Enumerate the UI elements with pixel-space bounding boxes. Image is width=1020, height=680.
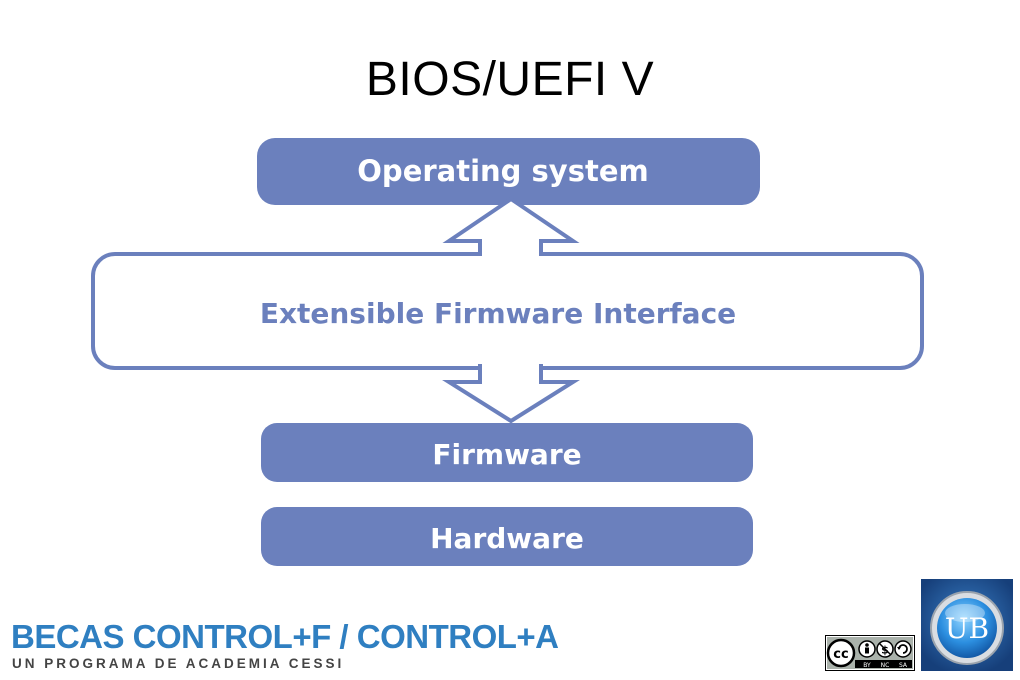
ub-logo-text: UB xyxy=(945,612,989,645)
firmware-block xyxy=(261,423,753,482)
arrow-join-bottom-fill xyxy=(482,362,539,368)
os-block xyxy=(257,138,760,205)
hardware-block xyxy=(261,507,753,566)
nc-text: NC xyxy=(881,662,890,669)
os-label: Operating system xyxy=(357,154,648,188)
footer-brand: BECAS CONTROL+F / CONTROL+A xyxy=(11,618,559,655)
arrow-join-top xyxy=(482,250,539,258)
cc-license-badge: cc $ BY NC SA xyxy=(825,635,915,671)
firmware-label: Firmware xyxy=(432,438,581,471)
efi-label: Extensible Firmware Interface xyxy=(260,297,736,330)
slide-title: BIOS/UEFI V xyxy=(365,53,655,106)
down-arrow xyxy=(442,364,580,424)
sa-icon xyxy=(894,640,912,658)
by-text: BY xyxy=(863,662,871,669)
hardware-label: Hardware xyxy=(430,522,584,555)
footer-subtitle: UN PROGRAMA DE ACADEMIA CESSI xyxy=(12,656,345,671)
up-arrow xyxy=(442,196,580,258)
ub-logo: UB xyxy=(921,579,1013,671)
cc-icon xyxy=(826,638,856,668)
cc-text: cc xyxy=(833,647,848,662)
sa-text: SA xyxy=(899,662,908,669)
